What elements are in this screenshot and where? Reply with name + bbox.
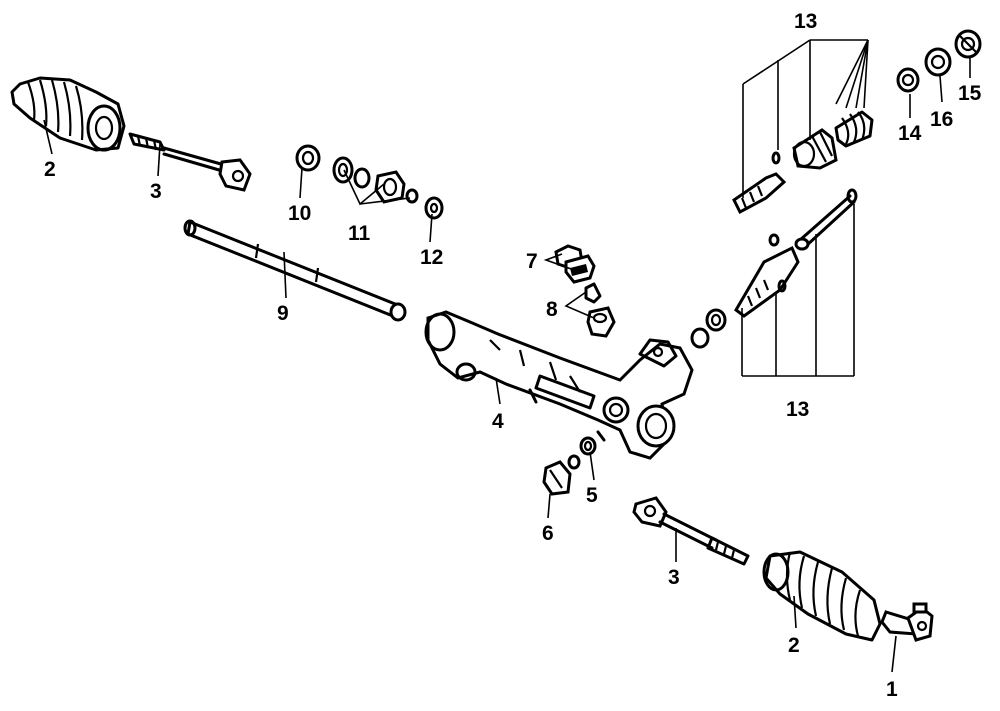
plug-6 bbox=[542, 460, 572, 496]
callout-11: 11 bbox=[348, 222, 371, 245]
seal-kit-11 bbox=[332, 156, 419, 204]
seal-12 bbox=[424, 196, 444, 220]
seal-14 bbox=[896, 67, 920, 93]
callout-5: 5 bbox=[586, 484, 598, 507]
callout-15: 15 bbox=[958, 82, 982, 105]
callout-10: 10 bbox=[288, 202, 311, 225]
seal-washer-10 bbox=[295, 144, 321, 172]
right-inner-tie-rod bbox=[632, 496, 750, 566]
callout-1: 1 bbox=[886, 678, 898, 701]
valve-body-assembly bbox=[732, 110, 874, 215]
callout-16: 16 bbox=[930, 108, 953, 131]
callout-6: 6 bbox=[542, 522, 554, 545]
seal-15 bbox=[954, 29, 982, 59]
yoke-spring-8 bbox=[584, 282, 616, 338]
left-inner-tie-rod bbox=[128, 132, 252, 192]
leader-lines bbox=[43, 39, 971, 673]
left-bellows-boot bbox=[10, 76, 126, 152]
callout-4: 4 bbox=[492, 410, 504, 433]
callout-8: 8 bbox=[546, 298, 558, 321]
yoke-plug-7 bbox=[554, 244, 596, 284]
callout-labels: 2 3 10 11 12 9 7 8 4 5 6 3 2 1 13 13 14 … bbox=[44, 10, 982, 701]
callout-9: 9 bbox=[277, 302, 289, 325]
callout-7: 7 bbox=[526, 250, 538, 273]
callout-13-top: 13 bbox=[794, 10, 817, 33]
rack-shaft bbox=[183, 219, 407, 322]
callout-2-right: 2 bbox=[788, 634, 800, 657]
callout-3-left: 3 bbox=[150, 180, 162, 203]
callout-13-bottom: 13 bbox=[786, 398, 809, 421]
adjuster-nut-5 bbox=[567, 436, 597, 470]
input-shaft bbox=[794, 188, 858, 251]
bearing-16 bbox=[924, 47, 952, 77]
callout-3-right: 3 bbox=[668, 566, 680, 589]
pinion-valve-assembly bbox=[690, 233, 800, 349]
callout-14: 14 bbox=[898, 122, 922, 145]
callout-12: 12 bbox=[420, 246, 443, 269]
callout-2-left: 2 bbox=[44, 158, 56, 181]
right-bellows-boot bbox=[762, 550, 882, 642]
outer-tie-rod-end bbox=[880, 602, 934, 642]
steering-gear-housing bbox=[424, 310, 694, 460]
